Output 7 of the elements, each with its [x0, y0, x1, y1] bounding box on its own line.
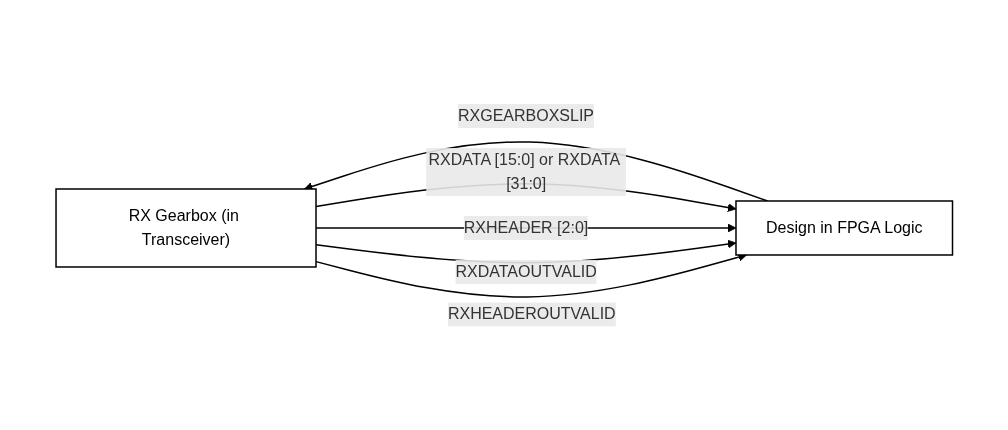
edge-label: RXGEARBOXSLIP: [457, 106, 594, 124]
edge-label: RXHEADEROUTVALID: [447, 305, 616, 323]
edge-label: RXDATA [15:0] or RXDATA [31:0]: [428, 150, 620, 192]
node-box: RX Gearbox (in Transceiver): [55, 188, 317, 268]
edge-label: RXHEADER [2:0]: [463, 218, 588, 236]
node-box: Design in FPGA Logic: [734, 200, 953, 256]
edge-label: RXDATAOUTVALID: [455, 262, 597, 280]
